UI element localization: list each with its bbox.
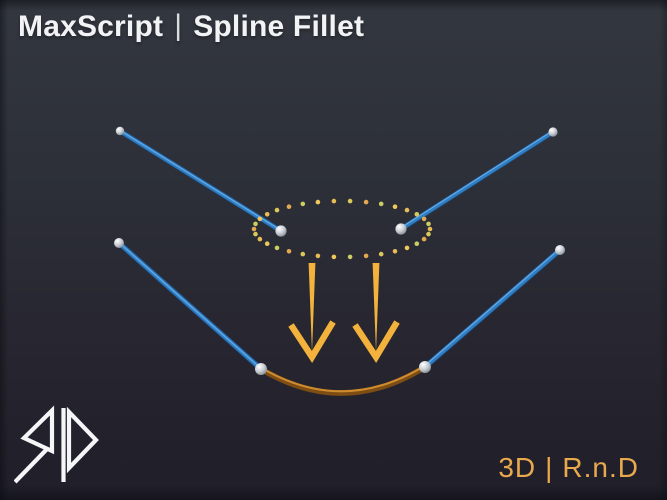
brand-right: R.n.D <box>562 452 639 483</box>
spline-bottom-left <box>116 240 264 372</box>
brand-separator: | <box>545 452 554 483</box>
top-spline-vertices <box>115 126 558 237</box>
video-title: MaxScript | Spline Fillet <box>18 9 365 44</box>
title-main: MaxScript <box>18 10 164 43</box>
spline-top-right <box>398 129 556 232</box>
spline-bottom-right <box>422 247 563 370</box>
title-sub: Spline Fillet <box>193 10 365 43</box>
fillet-curve <box>258 364 428 396</box>
title-separator: | <box>174 9 183 42</box>
spline-top-left <box>117 128 284 234</box>
brand-left: 3D <box>498 452 537 483</box>
arrow-down-right <box>352 263 400 364</box>
arrow-down-left <box>288 263 336 364</box>
rd-logo-icon <box>14 405 99 484</box>
brand-watermark: 3D | R.n.D <box>498 452 639 484</box>
